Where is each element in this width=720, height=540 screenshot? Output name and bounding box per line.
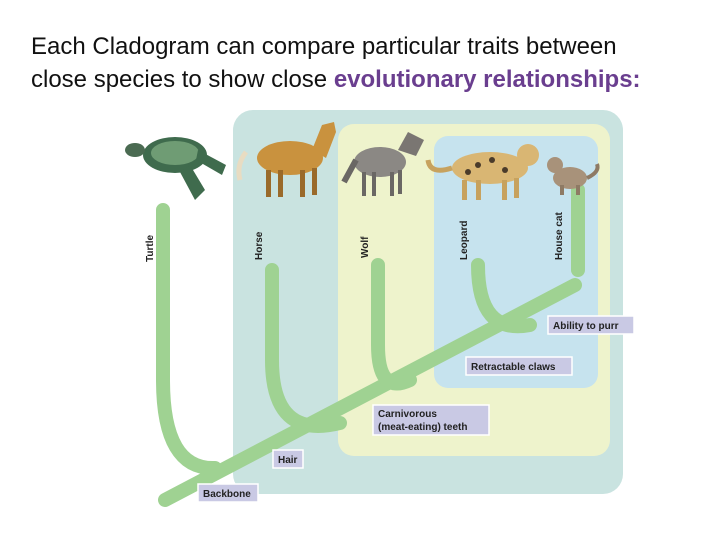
trait-hair-text: Hair xyxy=(278,455,298,466)
species-house-cat: House cat xyxy=(554,212,565,260)
trait-ability-to-purr: Ability to purr xyxy=(548,316,634,334)
trait-retractable-claws-text: Retractable claws xyxy=(471,362,556,373)
trait-carnivorous-line1: Carnivorous xyxy=(378,409,437,420)
trait-backbone-text: Backbone xyxy=(203,489,251,500)
trait-retractable-claws: Retractable claws xyxy=(466,357,572,375)
turtle-icon xyxy=(125,137,226,200)
species-leopard: Leopard xyxy=(459,221,470,260)
trait-ability-to-purr-text: Ability to purr xyxy=(553,321,619,332)
species-wolf: Wolf xyxy=(360,236,371,258)
branch-turtle xyxy=(163,210,215,468)
trait-carnivorous-teeth: Carnivorous (meat-eating) teeth xyxy=(373,405,489,435)
trait-hair: Hair xyxy=(273,450,303,468)
species-horse: Horse xyxy=(254,231,265,260)
trait-carnivorous-line2: (meat-eating) teeth xyxy=(378,422,467,433)
trait-backbone: Backbone xyxy=(198,484,258,502)
species-turtle: Turtle xyxy=(145,235,156,262)
